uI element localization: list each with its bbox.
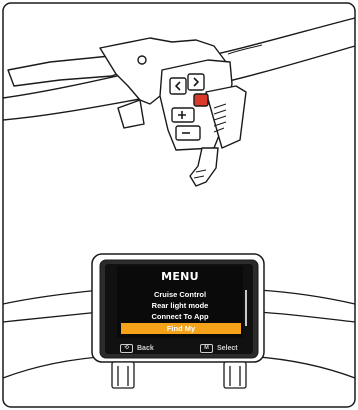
select-button[interactable]: M Select xyxy=(200,342,238,354)
menu-title: MENU xyxy=(117,270,243,283)
menu-item-cruise-control[interactable]: Cruise Control xyxy=(117,290,243,300)
back-label: Back xyxy=(137,345,154,352)
display-screen: MENU Cruise Control Rear light mode Conn… xyxy=(117,266,243,338)
mode-key-icon: M xyxy=(200,344,213,353)
select-label: Select xyxy=(217,345,238,352)
menu-item-rear-light-mode[interactable]: Rear light mode xyxy=(117,301,243,311)
menu-item-connect-to-app[interactable]: Connect To App xyxy=(117,312,243,322)
back-key-icon: ⟲ xyxy=(120,344,133,353)
menu-scrollbar xyxy=(245,290,247,326)
menu-item-find-my[interactable]: Find My xyxy=(121,323,241,334)
back-button[interactable]: ⟲ Back xyxy=(120,342,154,354)
